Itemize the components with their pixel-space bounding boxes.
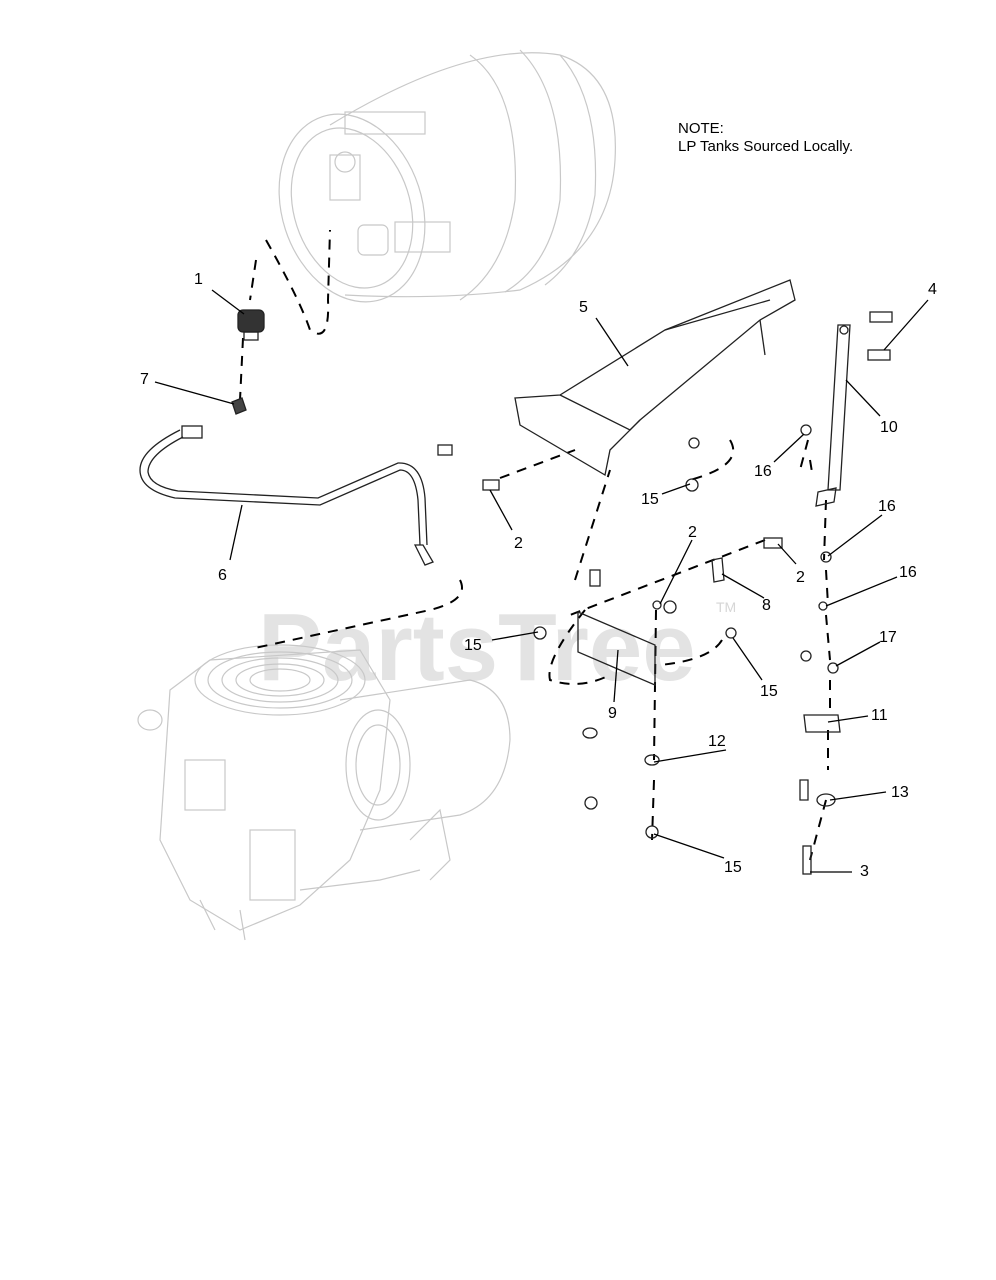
callout-6: 6 xyxy=(218,567,227,584)
callout-1: 1 xyxy=(194,271,203,288)
assembly-lines xyxy=(239,229,831,861)
lp-tank xyxy=(278,49,616,303)
callout-15-bottom: 15 xyxy=(724,859,742,876)
callout-3: 3 xyxy=(860,863,869,880)
callout-2-middle: 2 xyxy=(688,524,697,541)
part-strap xyxy=(815,324,851,507)
part-clip xyxy=(711,557,725,583)
callout-numbers: 1 7 6 5 4 10 16 15 2 2 2 8 15 15 9 12 15… xyxy=(140,271,937,880)
callout-8: 8 xyxy=(762,597,771,614)
watermark-trademark: TM xyxy=(716,599,736,615)
callout-16-mid: 16 xyxy=(878,498,896,515)
callout-16-lower: 16 xyxy=(899,564,917,581)
callout-9: 9 xyxy=(608,705,617,722)
callout-5: 5 xyxy=(579,299,588,316)
callout-15-right: 15 xyxy=(760,683,778,700)
part-plate xyxy=(577,611,656,686)
note-heading: NOTE: xyxy=(678,120,724,137)
callout-7: 7 xyxy=(140,371,149,388)
callout-10: 10 xyxy=(880,419,898,436)
part-mount-bracket xyxy=(514,279,796,477)
callout-2-right: 2 xyxy=(796,569,805,586)
engine xyxy=(137,644,511,941)
callout-2-left: 2 xyxy=(514,535,523,552)
callout-11: 11 xyxy=(871,707,888,724)
part-nuts-washers xyxy=(533,424,841,875)
note-block: NOTE: LP Tanks Sourced Locally. xyxy=(678,120,853,156)
callout-13: 13 xyxy=(891,784,909,801)
part-elbow xyxy=(231,397,247,415)
callout-4: 4 xyxy=(928,281,937,298)
part-bolts xyxy=(437,311,893,587)
leader-lines xyxy=(154,289,929,873)
callout-15-bracket: 15 xyxy=(641,491,659,508)
callout-17: 17 xyxy=(879,629,897,646)
callout-16-upper: 16 xyxy=(754,463,772,480)
callout-12: 12 xyxy=(708,733,726,750)
watermark-brand: PartsTree xyxy=(258,594,696,701)
callout-15-left: 15 xyxy=(464,637,482,654)
part-fuel-hose xyxy=(139,425,434,566)
note-text: LP Tanks Sourced Locally. xyxy=(678,138,854,155)
part-regulator xyxy=(237,309,265,341)
